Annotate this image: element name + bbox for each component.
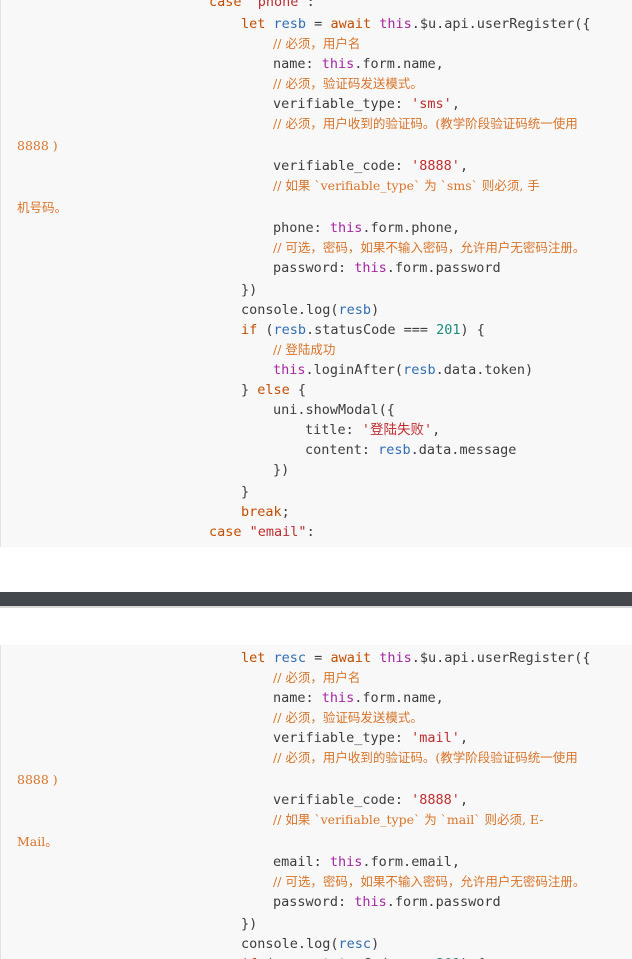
a-code-line: let resb = await this.$u.api.userRegiste… xyxy=(241,16,591,32)
b-code-line: verifiable_type: 'mail', xyxy=(273,730,469,746)
b-code-line: Mail。 xyxy=(17,834,58,849)
a-code-line: // 可选，密码，如果不输入密码，允许用户无密码注册。 xyxy=(273,240,586,255)
a-code-line: if (resb.statusCode === 201) { xyxy=(241,322,485,338)
a-code-line: this.loginAfter(resb.data.token) xyxy=(273,362,534,378)
b-code-line: name: this.form.name, xyxy=(273,690,444,706)
a-code-line: // 如果 `verifiable_type` 为 `sms` 则必须, 手 xyxy=(273,178,540,193)
a-code-line: verifiable_type: 'sms', xyxy=(273,96,460,112)
b-code-line: // 必须，用户名 xyxy=(273,670,361,685)
a-code-line: }) xyxy=(273,462,290,478)
a-code-line: console.log(resb) xyxy=(241,302,380,318)
a-code-line: verifiable_code: '8888', xyxy=(273,158,469,174)
a-code-line: }) xyxy=(241,282,258,298)
b-code-line: // 必须，用户收到的验证码。(教学阶段验证码统一使用 xyxy=(273,750,578,765)
b-code-line: }) xyxy=(241,916,258,932)
a-code-line: // 必须，用户名 xyxy=(273,36,361,51)
b-code-line: 8888 ) xyxy=(17,772,58,787)
b-code-line: let resc = await this.$u.api.userRegiste… xyxy=(241,650,591,666)
b-code-line: if (resc.statusCode === 201) { xyxy=(241,954,485,959)
b-code-line: verifiable_code: '8888', xyxy=(273,792,469,808)
a-code-line: 机号码。 xyxy=(17,200,68,215)
a-code-line: 8888 ) xyxy=(17,138,58,153)
code-block-bottom: let resc = await this.$u.api.userRegiste… xyxy=(0,645,632,959)
a-code-line: title: '登陆失败', xyxy=(305,422,441,438)
a-code-line: name: this.form.name, xyxy=(273,56,444,72)
code-block-top: case "phone": let resb = await this.$u.ap… xyxy=(0,0,591,547)
a-code-line: } else { xyxy=(241,382,307,398)
b-code-line: console.log(resc) xyxy=(241,936,380,952)
a-code-line: // 必须，验证码发送模式。 xyxy=(273,76,423,91)
a-code-line: uni.showModal({ xyxy=(273,402,395,418)
a-code-line: // 必须，用户收到的验证码。(教学阶段验证码统一使用 xyxy=(273,116,578,131)
a-code-line: phone: this.form.phone, xyxy=(273,220,460,236)
a-code-line: break; xyxy=(241,504,290,520)
b-code-line: email: this.form.email, xyxy=(273,854,460,870)
section-divider xyxy=(0,592,632,608)
a-code-line: password: this.form.password xyxy=(273,260,501,276)
b-code-line: // 如果 `verifiable_type` 为 `mail` 则必须, E- xyxy=(273,812,544,827)
b-code-line: // 必须，验证码发送模式。 xyxy=(273,710,423,725)
a-code-line: case "phone": xyxy=(209,0,315,10)
b-code-line: password: this.form.password xyxy=(273,894,501,910)
b-code-line: // 可选，密码，如果不输入密码，允许用户无密码注册。 xyxy=(273,874,586,889)
a-code-line: } xyxy=(241,484,250,500)
a-code-line: case "email": xyxy=(209,524,315,540)
a-code-line: // 登陆成功 xyxy=(273,342,336,357)
a-code-line: content: resb.data.message xyxy=(305,442,517,458)
